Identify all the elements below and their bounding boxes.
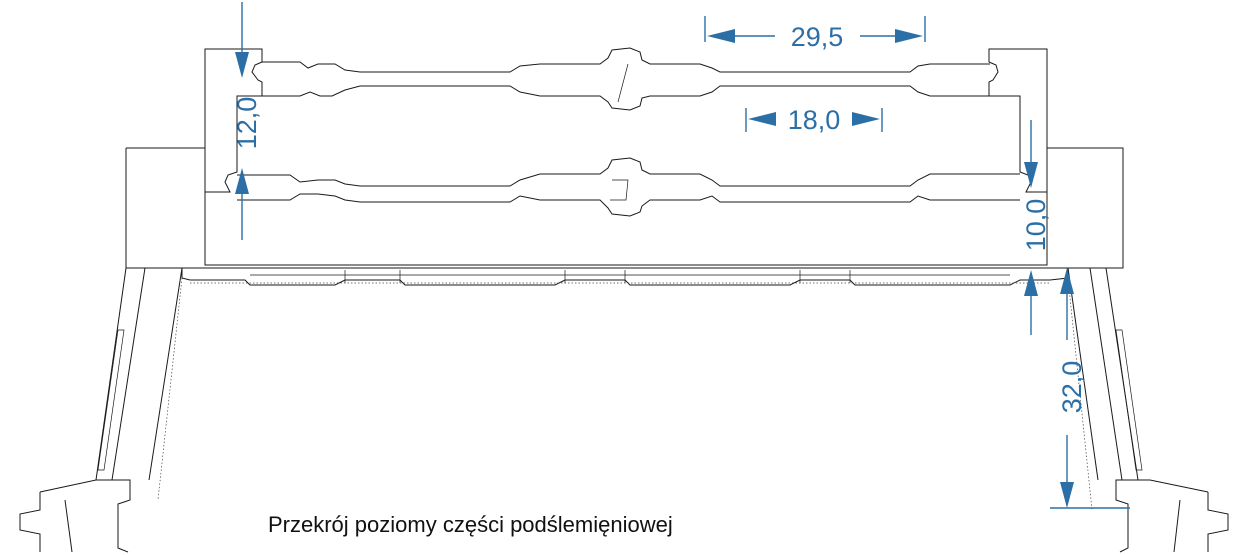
dimension-label-top-width: 29,5 (791, 22, 844, 52)
dimension-right-height: 10,0 (1021, 120, 1051, 335)
bottom-strip (180, 267, 1069, 286)
dimension-top-width: 29,5 (704, 16, 926, 52)
dimension-bottom-depth: 32,0 (1050, 268, 1130, 509)
dimension-label-left-height: 12,0 (232, 97, 262, 150)
dimension-label-inner-width: 18,0 (788, 105, 841, 135)
left-slanted-post (19, 267, 183, 553)
right-slanted-post (1067, 267, 1229, 553)
dimension-label-bottom-depth: 32,0 (1057, 361, 1087, 414)
dimension-left-height: 12,0 (232, 2, 262, 240)
lower-board (237, 157, 1020, 217)
dimension-label-right-height: 10,0 (1021, 199, 1051, 252)
dimension-inner-width: 18,0 (745, 105, 883, 135)
drawing-caption: Przekrój poziomy części podślemięniowej (268, 512, 673, 537)
upper-board (262, 47, 990, 111)
